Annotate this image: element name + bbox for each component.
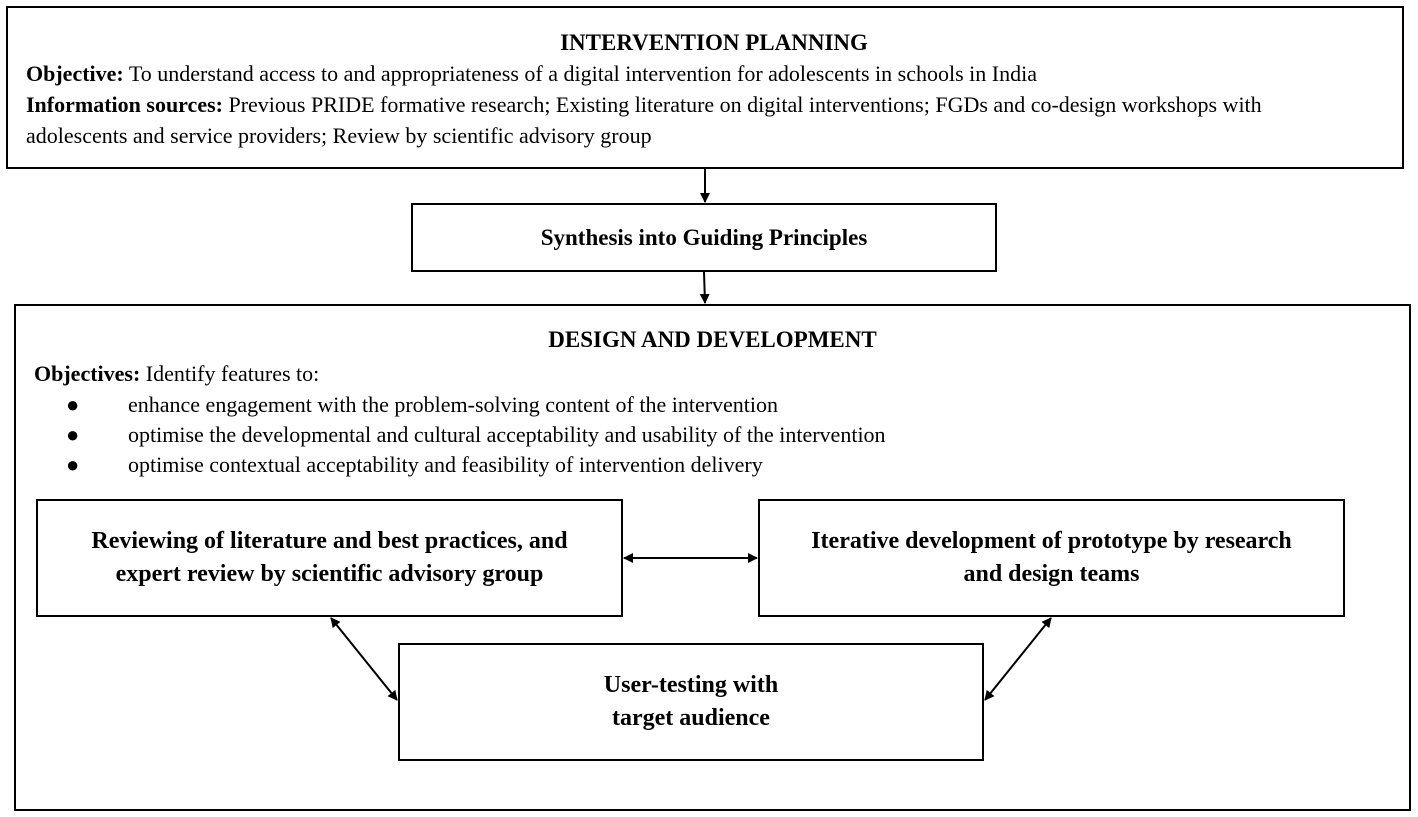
planning-title: INTERVENTION PLANNING [560, 30, 868, 55]
synthesis-label: Synthesis into Guiding Principles [540, 224, 868, 250]
bullet-icon: ● [66, 452, 80, 477]
intervention-planning-box: INTERVENTION PLANNING Objective: To unde… [6, 6, 1404, 169]
iterative-development-box: Iterative development of prototype by re… [758, 499, 1345, 617]
bullet-text: enhance engagement with the problem-solv… [128, 392, 779, 417]
iterative-line-2: and design teams [963, 561, 1140, 587]
sources-label: Information sources: [26, 92, 223, 117]
review-line-1: Reviewing of literature and best practic… [91, 528, 568, 554]
bullet-icon: ● [66, 392, 80, 417]
review-line-2: expert review by scientific advisory gro… [115, 561, 544, 587]
objective-label: Objective: [26, 61, 124, 86]
review-box: Reviewing of literature and best practic… [36, 499, 623, 617]
design-title: DESIGN AND DEVELOPMENT [548, 327, 877, 352]
bullet-icon: ● [66, 422, 80, 447]
planning-objective: Objective: To understand access to and a… [26, 58, 1402, 89]
iterative-line-1: Iterative development of prototype by re… [811, 528, 1292, 554]
usertest-line-1: User-testing with [603, 672, 779, 698]
usertest-line-2: target audience [612, 705, 770, 731]
bullet-text: optimise the developmental and cultural … [128, 422, 886, 447]
arrow-synthesis-to-design [699, 271, 710, 304]
objectives-intro: Identify features to: [145, 361, 320, 386]
sources-text: Previous PRIDE formative research; Exist… [26, 92, 1262, 148]
synthesis-box: Synthesis into Guiding Principles [411, 203, 997, 272]
bullet-text: optimise contextual acceptability and fe… [128, 452, 763, 477]
design-objectives: Objectives: Identify features to: [34, 358, 319, 389]
objective-text: To understand access to and appropriaten… [128, 61, 1037, 86]
user-testing-box: User-testing with target audience [398, 643, 984, 761]
planning-sources: Information sources: Previous PRIDE form… [26, 89, 1402, 151]
objectives-label: Objectives: [34, 361, 141, 386]
